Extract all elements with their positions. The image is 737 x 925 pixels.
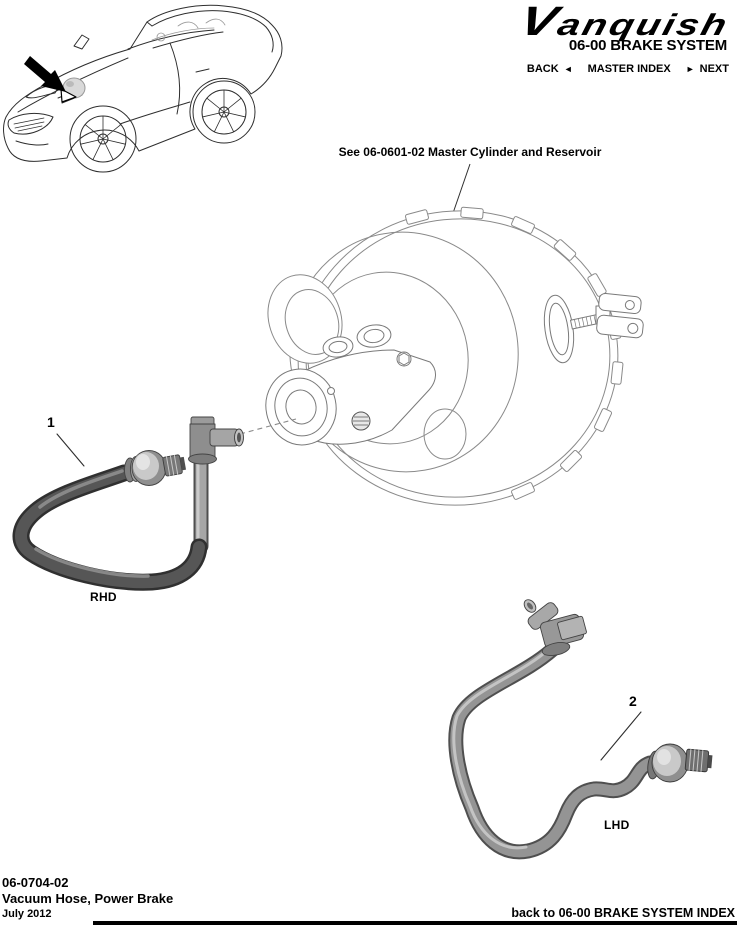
bottom-bar: [93, 921, 737, 925]
front-wheel: [69, 105, 137, 173]
nav-back-link[interactable]: BACK ◄: [527, 63, 573, 75]
part-2-number: 2: [629, 693, 637, 709]
location-triangle-marker: [60, 88, 77, 103]
footer-doc-title: Vacuum Hose, Power Brake: [2, 891, 174, 906]
rear-wheel: [192, 80, 256, 144]
nav-index-label: MASTER INDEX: [587, 63, 671, 75]
pointer-arrow-icon: [24, 56, 66, 92]
hose-1-elbow-connector: [188, 416, 244, 465]
fit-dashed-line: [239, 418, 297, 435]
nav-master-index-link[interactable]: MASTER INDEX: [588, 63, 671, 75]
nav-next-label: NEXT: [699, 63, 729, 75]
header-nav: BACK ◄ MASTER INDEX ► NEXT: [527, 63, 729, 75]
footer-date: July 2012: [2, 908, 52, 920]
lhd-label: LHD: [604, 818, 630, 832]
callout-leader-line: [451, 163, 471, 217]
callout-link[interactable]: See 06-0601-02 Master Cylinder and Reser…: [338, 145, 602, 159]
hose-2-elbow-connector: [523, 599, 587, 657]
next-arrow-icon: ►: [685, 64, 695, 74]
booster-illustration: [265, 206, 644, 506]
pushrod-clevis: [543, 292, 644, 364]
hose-1-check-valve: [124, 450, 187, 486]
nav-back-label: BACK: [526, 63, 559, 75]
footer-doc-number: 06-0704-02: [2, 875, 69, 890]
part-1-leader-line: [56, 433, 85, 467]
part-1-number: 1: [47, 414, 55, 430]
hose-2-illustration: [448, 599, 713, 860]
footer-index-link[interactable]: back to 06-00 BRAKE SYSTEM INDEX: [511, 906, 735, 920]
back-arrow-icon: ◄: [563, 64, 573, 74]
car-illustration: [3, 4, 283, 173]
master-cylinder: [265, 324, 436, 446]
rhd-label: RHD: [90, 590, 117, 604]
part-2-leader-line: [600, 711, 642, 761]
nav-next-link[interactable]: ► NEXT: [686, 63, 729, 75]
car-interior-lines: [151, 18, 226, 42]
section-title: 06-00 BRAKE SYSTEM: [568, 37, 727, 54]
hose-2-check-valve: [647, 743, 713, 783]
hose-1-illustration: [12, 416, 244, 591]
